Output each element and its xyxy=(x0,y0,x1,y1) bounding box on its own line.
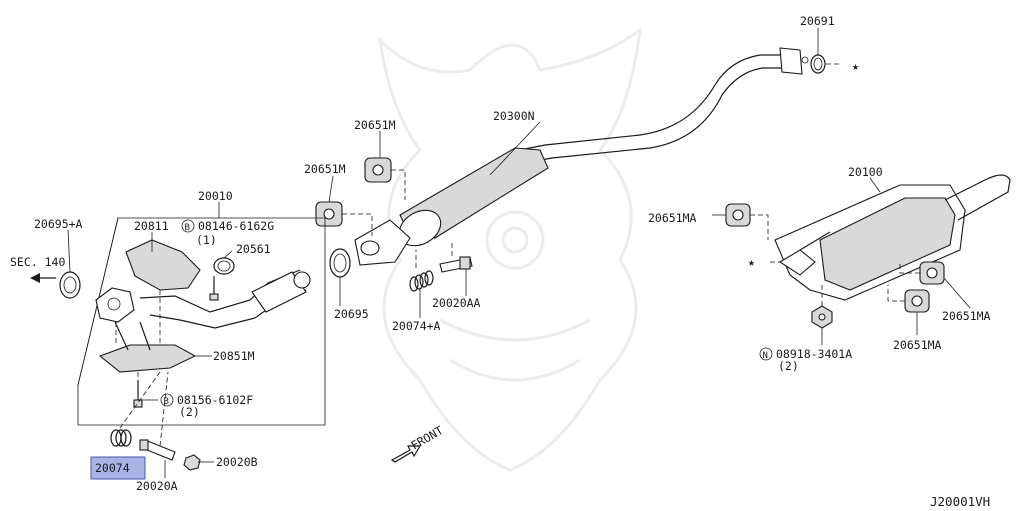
spring-20074[interactable] xyxy=(110,429,132,447)
gasket-20695[interactable] xyxy=(329,248,351,278)
label-20561[interactable]: 20561 xyxy=(236,242,271,256)
label-08156-qty: (2) xyxy=(179,405,200,419)
label-20074[interactable]: 20074 xyxy=(95,461,130,475)
nut-20020B[interactable] xyxy=(183,454,201,471)
diagram-code: J20001VH xyxy=(930,494,990,509)
label-08156-6102F[interactable]: 08156-6102F xyxy=(177,393,253,407)
front-tube-20010[interactable] xyxy=(95,239,311,373)
label-20100[interactable]: 20100 xyxy=(848,165,883,179)
label-20811[interactable]: 20811 xyxy=(134,219,169,233)
hanger-20651MA-right-lower[interactable] xyxy=(904,289,930,313)
label-20020B[interactable]: 20020B xyxy=(216,455,258,469)
hanger-20651M-lower[interactable] xyxy=(315,201,343,227)
star-marker: ★ xyxy=(852,59,859,73)
main-muffler-20100[interactable] xyxy=(774,174,1011,301)
seal-ring-20691[interactable] xyxy=(810,54,826,74)
label-20651MA-right-lower[interactable]: 20651MA xyxy=(893,338,942,352)
label-20020AA[interactable]: 20020AA xyxy=(432,296,481,310)
gasket-20695A[interactable] xyxy=(59,271,81,299)
circle-b-icon-1 xyxy=(181,219,195,233)
highlight-box-20074[interactable] xyxy=(90,456,146,480)
circle-b-text-1: B xyxy=(185,223,190,233)
label-20074A[interactable]: 20074+A xyxy=(392,319,441,333)
label-20300N[interactable]: 20300N xyxy=(493,109,535,123)
circle-n-icon xyxy=(759,347,773,361)
spring-20074A[interactable] xyxy=(409,270,434,292)
label-08918-qty: (2) xyxy=(778,359,799,373)
hanger-20651MA-right-upper[interactable] xyxy=(919,261,945,285)
bolt-20020AA[interactable] xyxy=(439,256,473,273)
hanger-20651MA-left[interactable] xyxy=(725,203,751,227)
circle-n-text: N xyxy=(763,351,768,361)
watermark-logo xyxy=(377,26,642,472)
label-08146-6162G[interactable]: 08146-6162G xyxy=(198,219,274,233)
label-08918-3401A[interactable]: 08918-3401A xyxy=(776,347,852,361)
label-20651MA-right-upper[interactable]: 20651MA xyxy=(942,309,991,323)
circle-b-text-2: B xyxy=(164,397,169,407)
label-20010[interactable]: 20010 xyxy=(198,189,233,203)
label-08146-qty: (1) xyxy=(196,233,217,247)
clamp-20561[interactable] xyxy=(213,257,235,275)
label-20651M-lower[interactable]: 20651M xyxy=(304,162,346,176)
label-20020A[interactable]: 20020A xyxy=(136,479,178,493)
center-pipe-20300N[interactable] xyxy=(354,47,809,266)
nut-08918-3401A[interactable] xyxy=(811,305,833,329)
label-20651MA-left[interactable]: 20651MA xyxy=(648,211,697,225)
leader-lines xyxy=(67,121,971,478)
sec-140-arrow xyxy=(30,273,56,283)
label-20851M[interactable]: 20851M xyxy=(213,349,255,363)
label-20691[interactable]: 20691 xyxy=(800,14,835,28)
bolt-08146-6162G[interactable] xyxy=(209,276,219,301)
circle-b-icon-2 xyxy=(160,393,174,407)
bolt-08156-6102F[interactable] xyxy=(133,380,143,408)
label-20651M-upper[interactable]: 20651M xyxy=(354,118,396,132)
hanger-20651M-upper[interactable] xyxy=(364,157,392,183)
label-sec-140[interactable]: SEC. 140 xyxy=(10,255,65,269)
part-labels: 20691 20300N 20651M 20651M 20010 20695+A… xyxy=(10,14,991,509)
label-20695A[interactable]: 20695+A xyxy=(34,217,83,231)
front-label: FRONT xyxy=(409,423,446,452)
bolt-20020A[interactable] xyxy=(139,439,176,461)
front-direction-arrow: FRONT xyxy=(390,423,446,463)
star-marker-muffler: ★ xyxy=(748,255,755,269)
label-20695[interactable]: 20695 xyxy=(334,307,369,321)
